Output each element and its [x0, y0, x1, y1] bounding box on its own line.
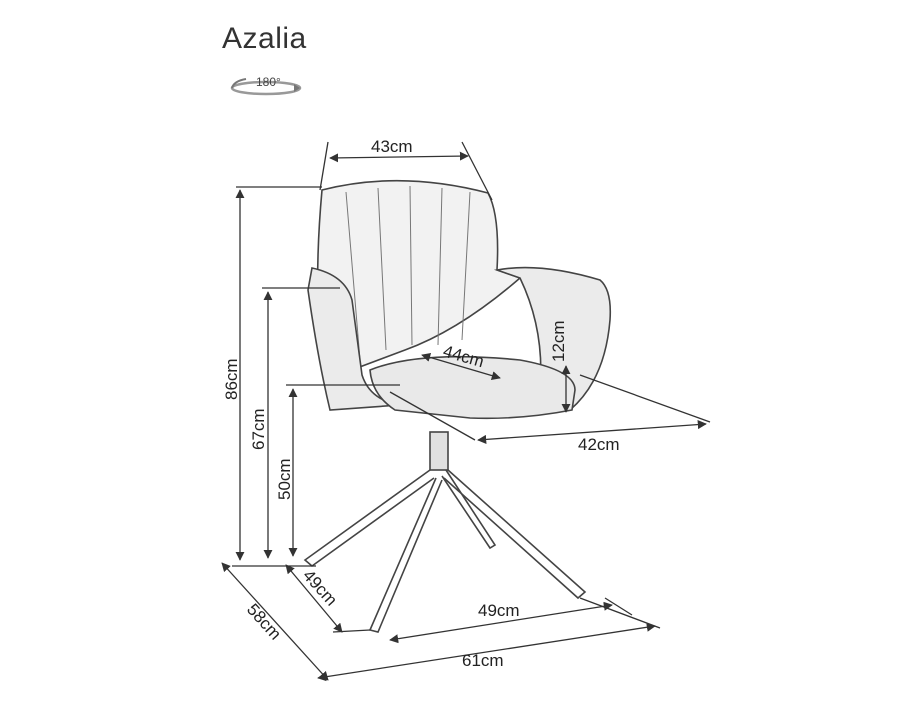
- label-overall-width: 61cm: [462, 651, 504, 670]
- label-base-width: 49cm: [478, 601, 520, 620]
- chair-right-arm: [493, 266, 612, 412]
- label-seat-depth: 42cm: [578, 435, 620, 454]
- dimension-lines: [221, 141, 711, 682]
- chair-illustration: [303, 179, 612, 633]
- label-armrest-height: 67cm: [249, 408, 268, 450]
- label-seat-height: 50cm: [275, 458, 294, 500]
- product-title: Azalia: [222, 22, 307, 55]
- label-arm-above-seat: 12cm: [549, 320, 568, 362]
- chair-column: [429, 431, 449, 471]
- chair-legs: [303, 469, 587, 633]
- label-overall-depth: 58cm: [243, 600, 285, 644]
- label-back-width: 43cm: [371, 137, 413, 156]
- label-total-height: 86cm: [222, 358, 241, 400]
- rotation-icon: 180°: [230, 75, 302, 96]
- rotation-label: 180°: [256, 75, 281, 89]
